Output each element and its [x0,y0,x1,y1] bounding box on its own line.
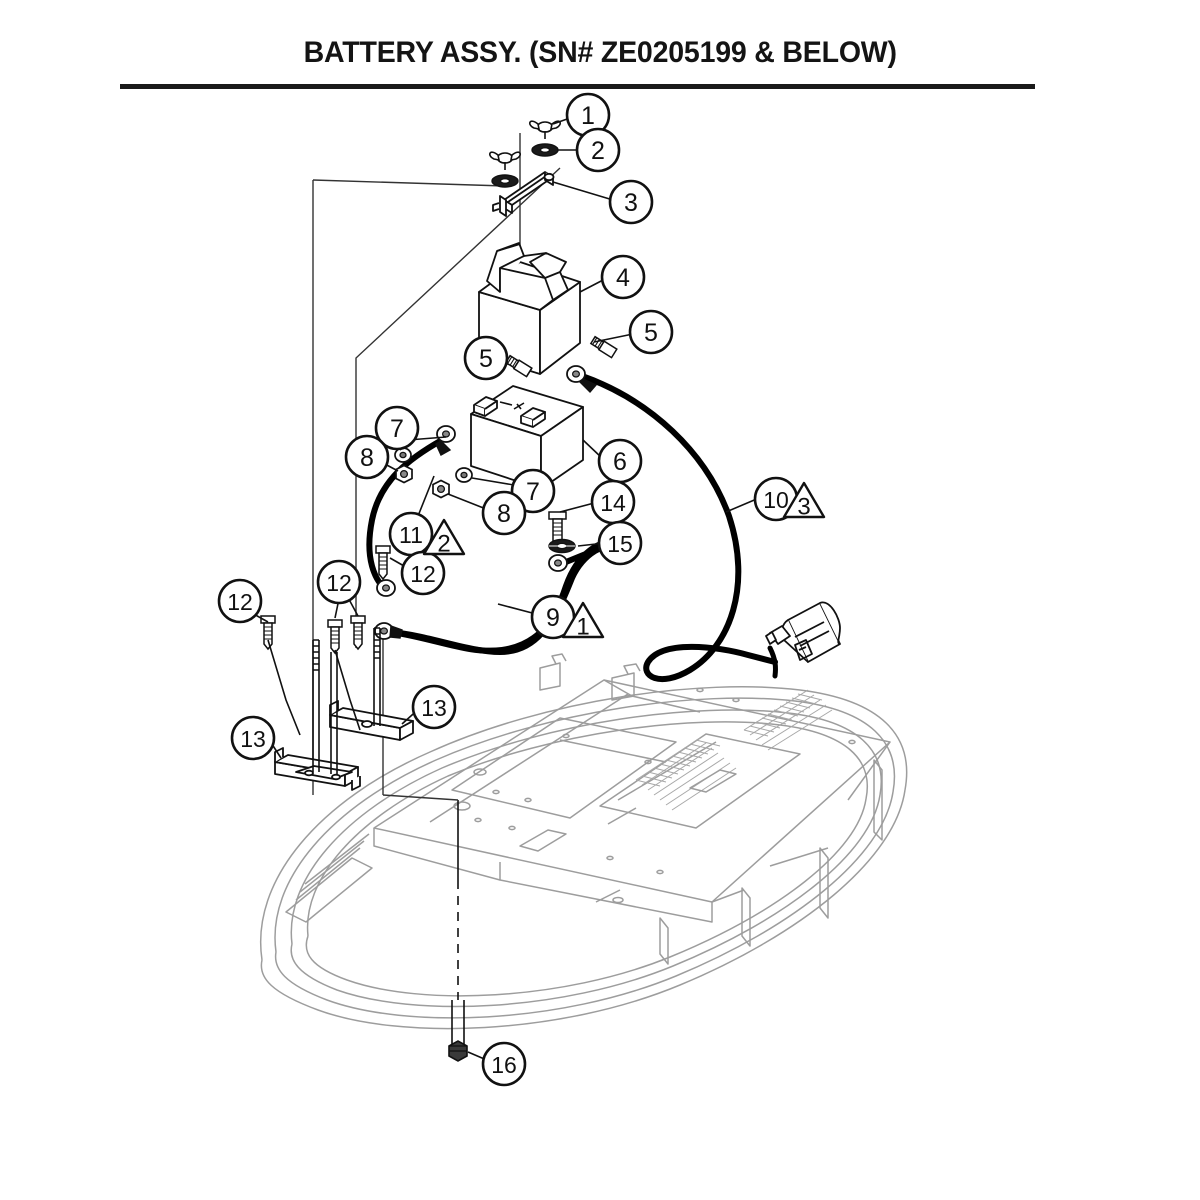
wing-nut-left [488,151,522,171]
screw-12a [260,615,276,651]
starter-solenoid [765,601,841,663]
ground-cable [366,437,445,591]
title-underline-rule [120,84,1035,89]
threaded-rod-long [451,800,465,1044]
callout-label: 6 [613,448,627,476]
note-triangle-3[interactable]: 3 [782,481,826,521]
callout-label: 10 [763,487,789,513]
terminal-bolt-right [589,335,618,359]
hex-nut-8a [395,464,413,484]
callout-label: 7 [526,478,540,506]
callout-label: 7 [390,415,404,443]
callout-label: 12 [227,589,253,615]
hex-nut-8b [432,479,450,499]
callout-bubble-5-right[interactable]: 5 [628,309,674,355]
page-title: BATTERY ASSY. (SN# ZE0205199 & BELOW) [303,36,897,69]
flat-washer-7b [455,467,473,483]
battery-support-bracket-front [274,747,361,791]
callout-label: 12 [410,561,436,587]
callout-bubble-13-right[interactable]: 13 [411,684,457,730]
callout-bubble-6[interactable]: 6 [597,438,643,484]
terminal-bolt-left [504,354,533,378]
callout-label: 5 [479,345,493,373]
lock-washer-15 [548,538,576,554]
callout-bubble-3[interactable]: 3 [608,179,654,225]
note-triangle-1[interactable]: 1 [561,601,605,641]
battery-terminal-markings [499,401,525,410]
callout-label: 15 [607,531,633,557]
callout-bubble-8-lower[interactable]: 8 [481,490,527,536]
callout-bubble-10[interactable]: 10 [753,476,799,522]
flat-washer-left [491,174,519,188]
diagram-title-bar: BATTERY ASSY. (SN# ZE0205199 & BELOW) [0,36,1200,70]
callout-label: 8 [497,500,511,528]
flat-washer-center [531,143,559,157]
callout-bubble-15[interactable]: 15 [597,520,643,566]
callout-label: 12 [326,570,352,596]
callout-bubble-8-upper[interactable]: 8 [344,434,390,480]
callout-label: 3 [624,189,638,217]
callout-bubble-11[interactable]: 11 [388,511,434,557]
callout-label: 8 [360,444,374,472]
callout-label: 4 [616,264,630,292]
battery-support-bracket-rear [329,700,414,741]
screw-12b [327,619,343,655]
callout-bubble-12-left[interactable]: 12 [217,578,263,624]
screw-12c [350,615,366,651]
callout-bubble-16[interactable]: 16 [481,1041,527,1087]
note-triangle-label: 3 [797,494,810,521]
battery-hold-down-bar [492,171,555,217]
note-triangle-label: 2 [437,531,450,558]
screw-12d [375,545,391,581]
callout-label: 13 [240,726,266,752]
callout-bubble-9[interactable]: 9 [530,594,576,640]
callout-bubble-12-right[interactable]: 12 [400,550,446,596]
callout-label: 13 [421,695,447,721]
callout-label: 14 [600,490,626,516]
callout-bubble-12-center[interactable]: 12 [316,559,362,605]
callout-bubble-5-left[interactable]: 5 [463,335,509,381]
callout-label: 16 [491,1052,517,1078]
cable-ring-terminal-negative-left [374,622,403,640]
cable-ring-terminal-positive [566,365,598,394]
callout-label: 9 [546,604,560,632]
callout-bubble-2[interactable]: 2 [575,127,621,173]
hex-bolt-14 [548,511,567,542]
battery [470,385,584,490]
callout-label: 5 [644,319,658,347]
cable-ring-terminal-ground-bottom [376,579,396,597]
battery-cable-positive [579,373,778,683]
callout-label: 1 [581,102,595,130]
callout-bubble-7-upper[interactable]: 7 [374,405,420,451]
callout-label: 2 [591,137,605,165]
cable-ring-terminal-negative-right [548,554,568,572]
note-triangle-label: 1 [576,614,589,641]
callout-bubble-13-left[interactable]: 13 [230,715,276,761]
note-triangle-2[interactable]: 2 [422,518,466,558]
callout-bubble-4[interactable]: 4 [600,254,646,300]
lock-nut-bottom [448,1040,468,1062]
mower-frame-assembly [260,653,908,1030]
threaded-rods [312,627,381,774]
callout-label: 11 [399,522,423,548]
callout-bubble-14[interactable]: 14 [590,479,636,525]
